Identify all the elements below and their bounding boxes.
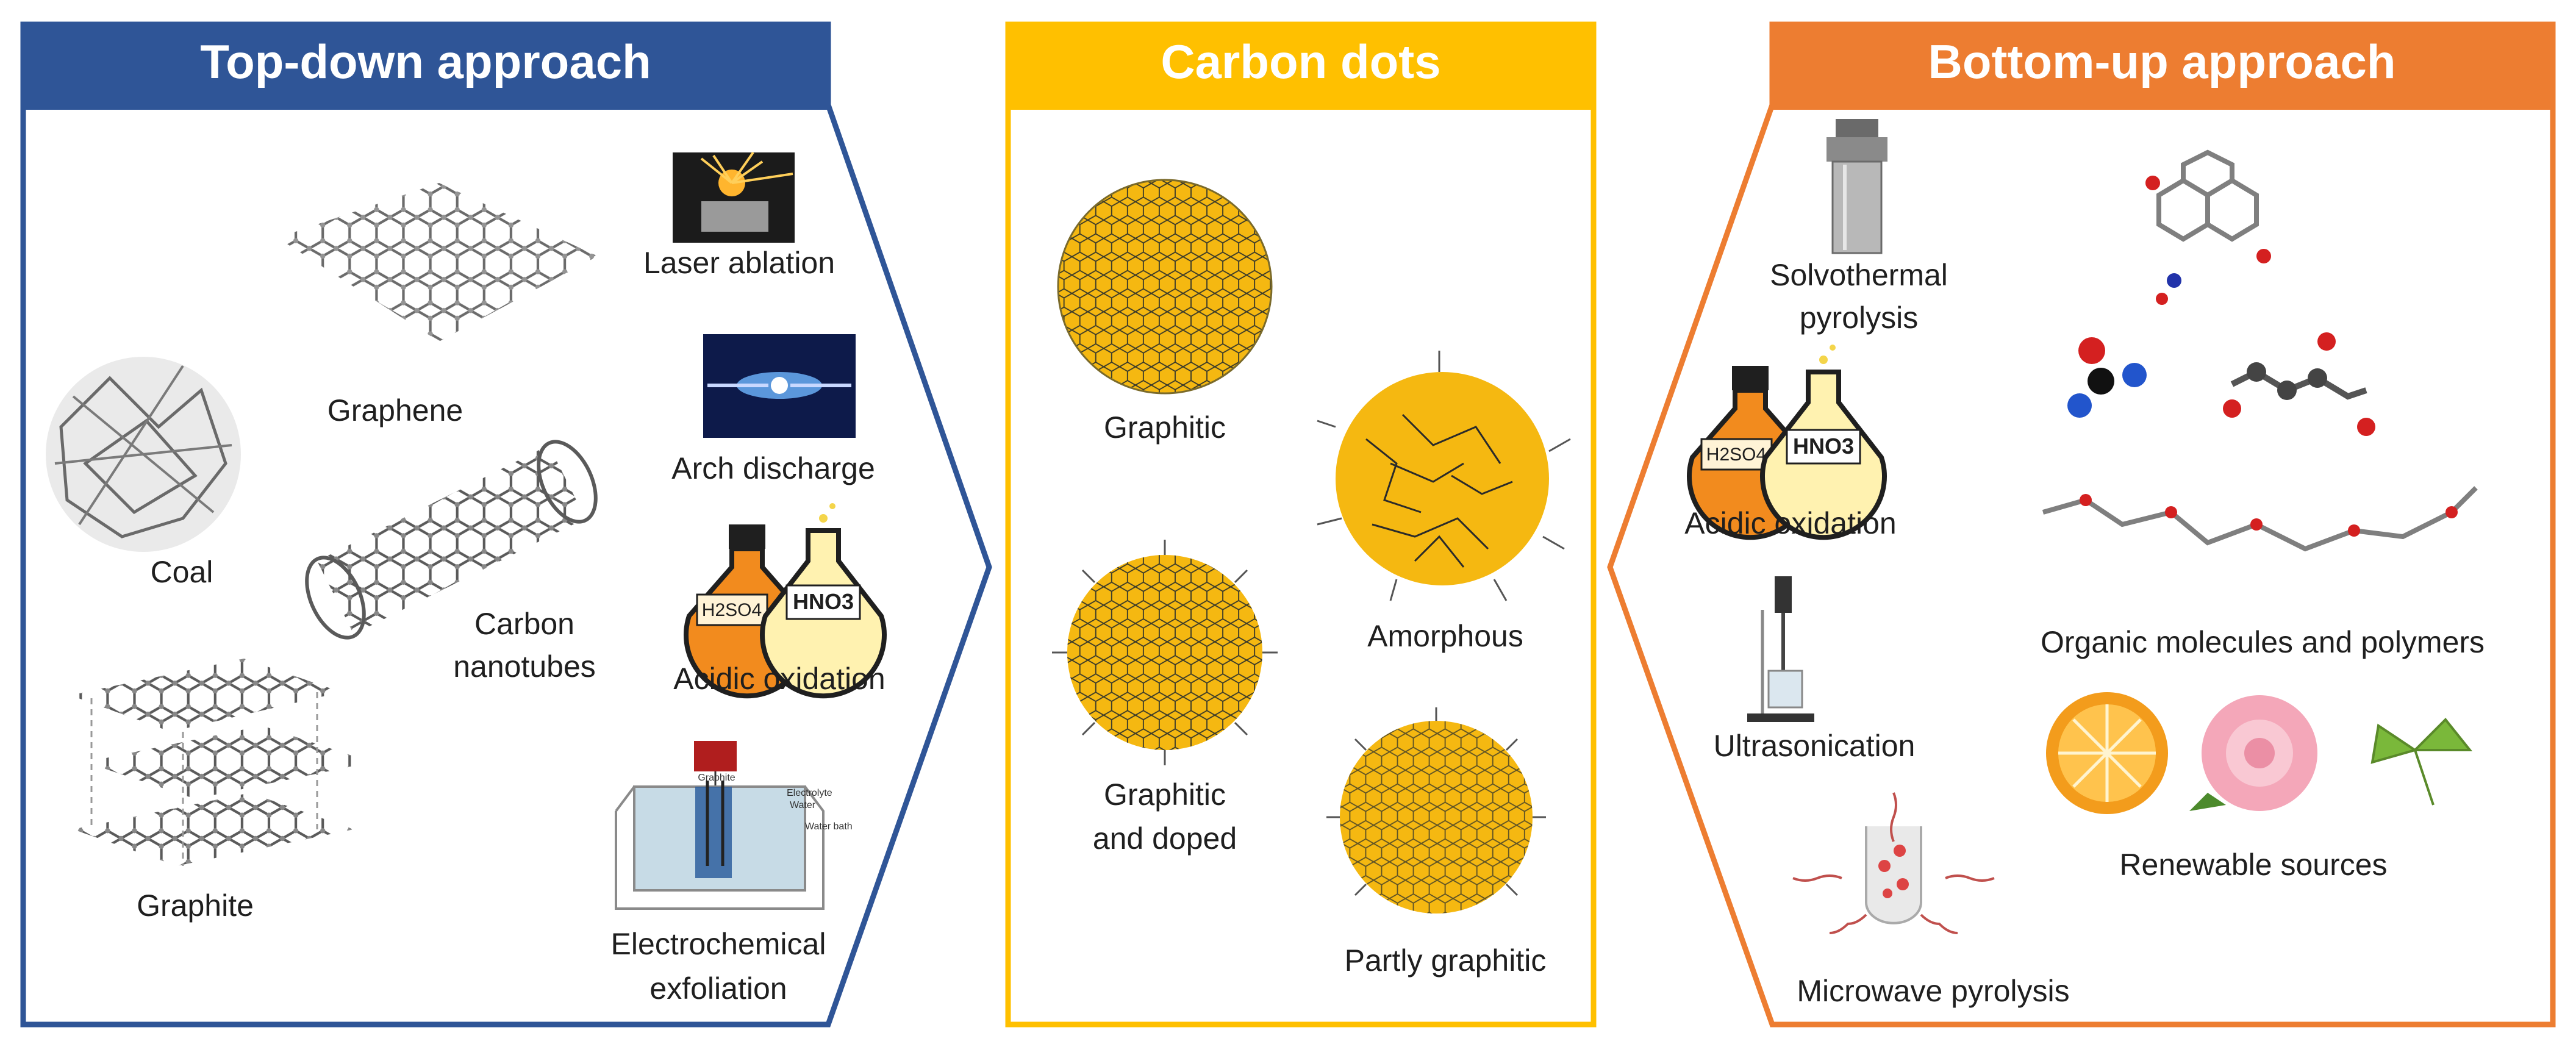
top-down-panel: Top-down approach Graphene Coal Carbon n… (20, 21, 992, 1028)
graphitic-doped-label-line2: and doped (1093, 821, 1237, 856)
acidic-oxidation-label-topdown: Acidic oxidation (673, 662, 885, 696)
acidic-oxidation-label-bottomup: Acidic oxidation (1684, 506, 1896, 540)
microwave-pyrolysis-image (1792, 792, 1995, 934)
cell-graphite-label: Graphite (698, 773, 735, 783)
ultrasonicator-image (1747, 576, 1814, 722)
organic-molecules-label: Organic molecules and polymers (2041, 625, 2485, 659)
top-down-header-bar (21, 22, 831, 110)
graphitic-label: Graphitic (1104, 410, 1226, 445)
bottom-up-header-bar (1770, 22, 2555, 110)
acidic-oxidation-flasks-left: H2SO4 HNO3 (684, 503, 887, 699)
electrochemical-label-line2: exfoliation (649, 971, 787, 1006)
bottom-up-panel: Bottom-up approach Solvothermal pyrolysi… (1607, 21, 2556, 1028)
graphene-label: Graphene (327, 393, 463, 427)
carbon-dots-header-bar (1006, 22, 1596, 110)
flask-hno3-label: HNO3 (793, 589, 854, 614)
electrochemical-label-line1: Electrochemical (611, 927, 826, 961)
autoclave-image (1826, 119, 1887, 254)
amorphous-dot (1317, 351, 1571, 601)
acidic-oxidation-flasks-right: H2SO4 HNO3 (1687, 345, 1887, 540)
cell-water-label: Water (790, 800, 816, 810)
carbon-nanotubes-illustration (305, 440, 598, 640)
flask-h2so4-label: H2SO4 (702, 600, 762, 620)
arch-discharge-label: Arch discharge (671, 451, 875, 485)
cell-water-bath-label: Water bath (805, 821, 853, 832)
graphitic-dot (1057, 179, 1273, 395)
partly-graphitic-dot (1326, 707, 1546, 914)
bottom-up-title: Bottom-up approach (1928, 35, 2396, 88)
organic-molecules-image (2042, 149, 2478, 552)
laser-ablation-image (673, 151, 795, 243)
graphite-illustration (70, 659, 372, 866)
graphene-illustration (277, 183, 598, 341)
graphitic-doped-dot (1052, 540, 1278, 765)
cell-electrolyte-label: Electrolyte (787, 788, 832, 798)
arch-discharge-image (703, 334, 856, 438)
flask-hno3-label-right: HNO3 (1793, 434, 1854, 459)
ultrasonication-label: Ultrasonication (1714, 729, 1916, 763)
graphite-label: Graphite (137, 888, 254, 923)
coal-label: Coal (151, 555, 213, 589)
carbon-dots-panel: Carbon dots Graphitic Amorphous Graphiti… (1005, 21, 1597, 1028)
electrochemical-cell-image: Graphite Electrolyte Water Water bath (615, 741, 853, 910)
flask-h2so4-label-right: H2SO4 (1706, 445, 1766, 465)
microwave-pyrolysis-label: Microwave pyrolysis (1797, 974, 2069, 1008)
solvothermal-label-line1: Solvothermal (1770, 258, 1948, 292)
laser-ablation-label: Laser ablation (643, 246, 835, 280)
renewable-sources-label: Renewable sources (2119, 848, 2387, 882)
coal-illustration (46, 357, 241, 552)
graphitic-doped-label-line1: Graphitic (1104, 778, 1226, 812)
carbon-nanotubes-label-line2: nanotubes (453, 649, 596, 684)
carbon-dots-title: Carbon dots (1161, 35, 1440, 88)
top-down-title: Top-down approach (200, 35, 651, 88)
amorphous-label: Amorphous (1367, 619, 1523, 653)
solvothermal-label-line2: pyrolysis (1800, 301, 1918, 335)
carbon-nanotubes-label-line1: Carbon (474, 607, 574, 641)
partly-graphitic-label: Partly graphitic (1345, 943, 1547, 978)
renewable-sources-image (2046, 692, 2473, 814)
